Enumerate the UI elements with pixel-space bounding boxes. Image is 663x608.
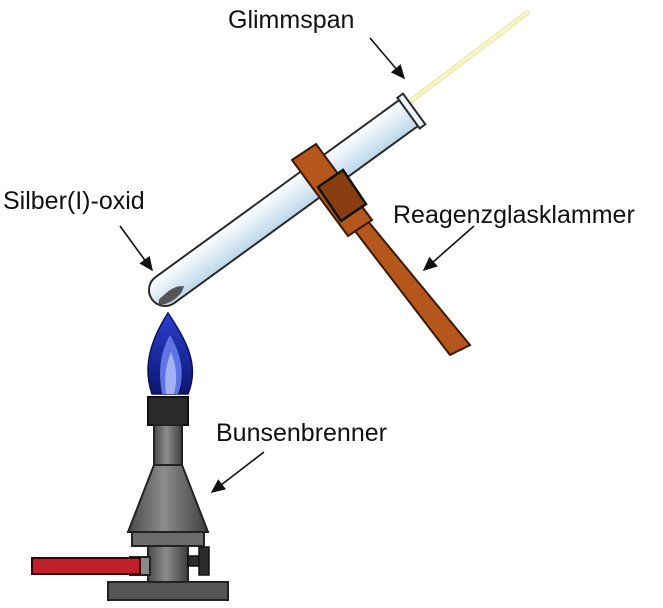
arrow-bunsenbrenner (210, 451, 265, 493)
burner-flame (147, 311, 194, 395)
label-glimmspan: Glimmspan (228, 6, 355, 34)
gas-hose (31, 557, 141, 575)
tube-clamp (290, 142, 472, 357)
arrow-glimmspan (369, 37, 406, 80)
label-reagenzglasklammer: Reagenzglasklammer (393, 201, 635, 229)
arrow-silberoxid (119, 225, 153, 272)
label-arrows (119, 37, 475, 493)
label-silberoxid: Silber(I)-oxid (3, 187, 145, 215)
label-bunsenbrenner: Bunsenbrenner (216, 419, 387, 447)
arrow-klammer (422, 225, 475, 272)
bunsen-burner (107, 396, 229, 601)
test-tube (148, 92, 427, 307)
